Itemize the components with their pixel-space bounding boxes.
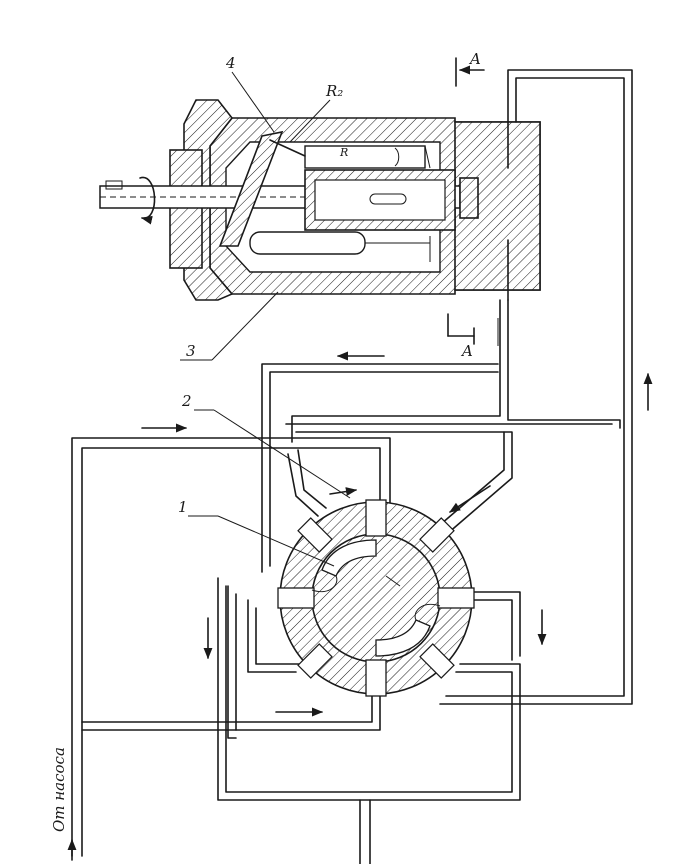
section-label-a-top: A [468, 50, 481, 68]
rotation-arrow-icon [139, 176, 156, 225]
part-label-4: 4 [225, 54, 236, 72]
axial-piston-motor [99, 99, 541, 301]
part-label-2: 2 [181, 392, 192, 410]
section-marker-bottom: A [447, 313, 499, 360]
bearing-cap [169, 149, 203, 269]
pipe-motor-return [507, 299, 621, 429]
part-label-1: 1 [178, 498, 188, 516]
pipe-inlet-loop [71, 437, 391, 857]
radius-label-r: R [339, 146, 348, 159]
pipe-network [71, 69, 633, 864]
pipe-upper-left [261, 363, 499, 573]
section-marker-top: A [455, 50, 485, 87]
section-label-a-bottom: A [460, 342, 473, 360]
flow-arrows [67, 351, 653, 861]
pipe-outer-right [439, 69, 633, 705]
piston-lower [249, 231, 431, 262]
rotary-distributor-valve [277, 499, 475, 697]
flow-arrow-icon [449, 485, 491, 513]
radius-label-r2: R₂ [325, 82, 343, 100]
swash-plate [218, 130, 284, 247]
piston-upper [269, 139, 431, 169]
inlet-label: От насоса [50, 747, 68, 832]
flow-arrow-icon [329, 487, 358, 496]
part-label-3: 3 [186, 342, 196, 360]
pipe-bottom-loop [217, 577, 521, 801]
